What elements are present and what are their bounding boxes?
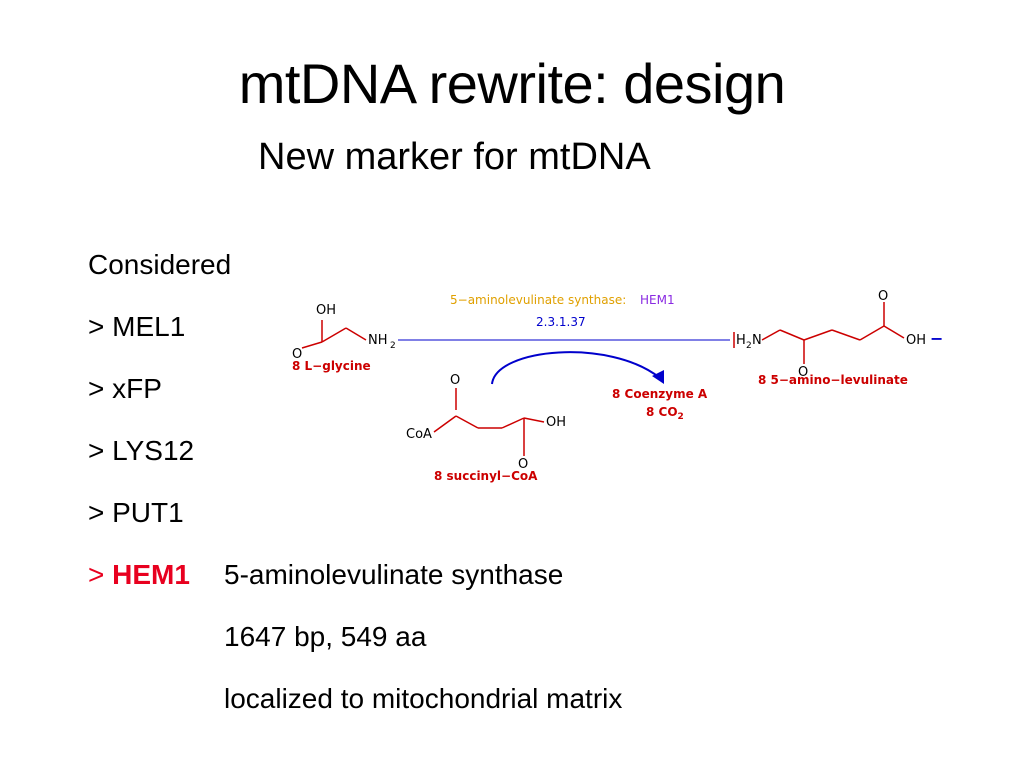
hem1-prefix: > — [88, 559, 105, 590]
slide-title: mtDNA rewrite: design — [238, 52, 786, 115]
ala-o-acid: O — [878, 289, 888, 304]
glycine-nh-sub: 2 — [390, 341, 396, 351]
ala-minus: − — [930, 329, 943, 348]
aminolevulinate-structure — [733, 302, 905, 364]
glycine-o: O — [292, 347, 302, 362]
list-item-put1: > PUT1 — [88, 497, 184, 528]
ala-h-sub: 2 — [746, 341, 752, 351]
succinyl-coa-structure — [433, 388, 545, 456]
byproduct-coenzyme-a: 8 Coenzyme A — [612, 387, 708, 401]
byproduct-co2: 8 CO2 — [646, 405, 684, 422]
enzyme-label: 5−aminolevulinate synthase: — [450, 293, 626, 307]
hem1-description: 5-aminolevulinate synthase — [224, 559, 564, 590]
enzyme-gene: HEM1 — [640, 293, 675, 307]
hem1-name: HEM1 — [112, 559, 190, 590]
list-item-mel1: > MEL1 — [88, 311, 186, 342]
ala-o-keto: O — [798, 365, 808, 380]
substrate-glycine: 8 L−glycine — [292, 359, 371, 373]
reaction-pathway-diagram: 5−aminolevulinate synthase: HEM1 2.3.1.3… — [292, 289, 943, 483]
ala-oh: OH — [906, 333, 926, 348]
substrate-succinyl-coa: 8 succinyl−CoA — [434, 469, 538, 483]
ec-number: 2.3.1.37 — [536, 315, 586, 329]
hem1-localization: localized to mitochondrial matrix — [224, 683, 623, 714]
ala-n: N — [752, 333, 762, 348]
list-item-hem1: > HEM1 — [88, 558, 190, 592]
hem1-size: 1647 bp, 549 aa — [224, 621, 427, 652]
ala-h: H — [736, 333, 746, 348]
succinyl-o-bottom: O — [518, 457, 528, 472]
cofactor-arrow — [491, 351, 661, 385]
succinyl-oh: OH — [546, 415, 566, 430]
succinyl-o-top: O — [450, 373, 460, 388]
glycine-structure — [301, 320, 367, 349]
list-item-lys12: > LYS12 — [88, 435, 195, 466]
slide-subtitle: New marker for mtDNA — [258, 136, 651, 178]
glycine-oh: OH — [316, 303, 336, 318]
arrow-head-icon — [652, 370, 664, 384]
succinyl-coa-group: CoA — [406, 427, 432, 442]
considered-heading: Considered — [88, 249, 232, 280]
list-item-xfp: > xFP — [88, 373, 162, 404]
glycine-nh: NH — [368, 333, 388, 348]
product-aminolevulinate: 8 5−amino−levulinate — [758, 373, 908, 387]
